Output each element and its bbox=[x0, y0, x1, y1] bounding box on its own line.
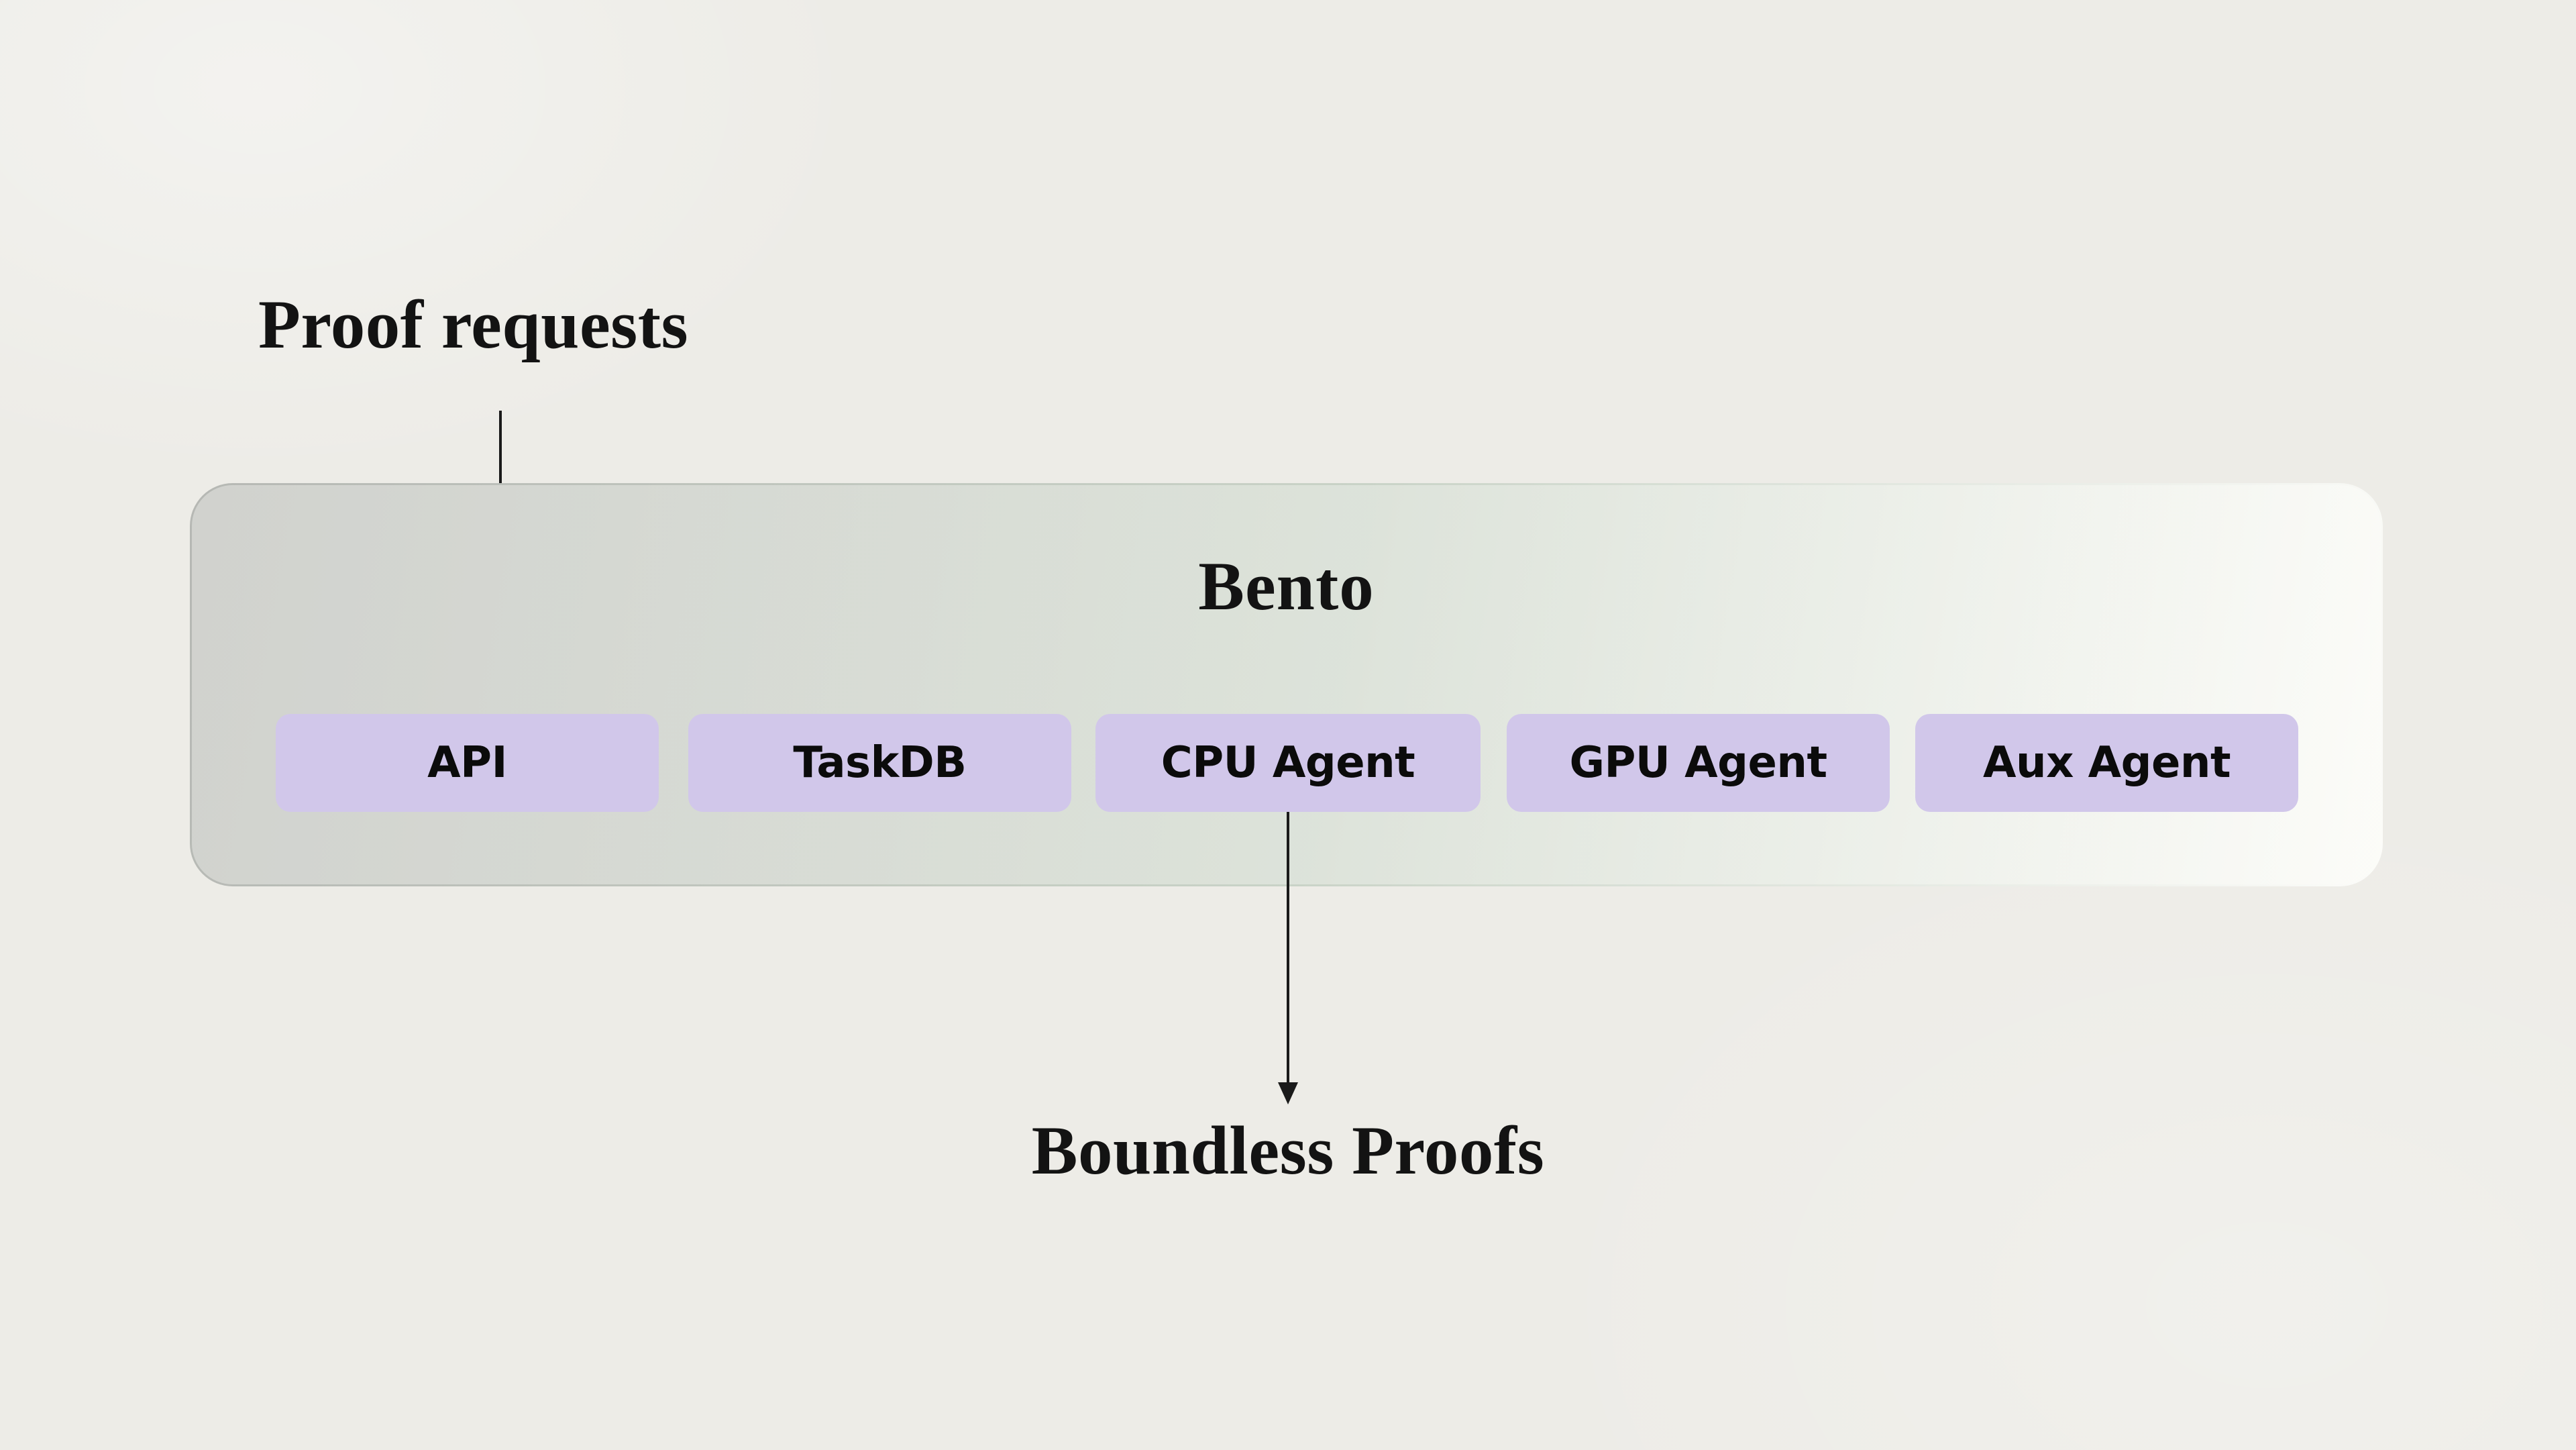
node-gpu-agent-label: GPU Agent bbox=[1569, 738, 1827, 788]
bento-title: Bento bbox=[1198, 548, 1375, 625]
node-gpu-agent: GPU Agent bbox=[1507, 714, 1890, 812]
node-api: API bbox=[276, 714, 659, 812]
node-taskdb-label: TaskDB bbox=[793, 738, 967, 788]
bento-container: Bento bbox=[190, 483, 2383, 886]
node-api-label: API bbox=[427, 738, 507, 788]
node-taskdb: TaskDB bbox=[688, 714, 1071, 812]
boundless-proofs-label: Boundless Proofs bbox=[1031, 1112, 1545, 1189]
node-cpu-agent-label: CPU Agent bbox=[1161, 738, 1415, 788]
arrow-down-head bbox=[1278, 1082, 1298, 1104]
node-aux-agent-label: Aux Agent bbox=[1982, 738, 2231, 788]
node-aux-agent: Aux Agent bbox=[1915, 714, 2298, 812]
proof-requests-label: Proof requests bbox=[258, 287, 689, 363]
node-cpu-agent: CPU Agent bbox=[1095, 714, 1481, 812]
arrow-shaft bbox=[1287, 812, 1289, 1082]
